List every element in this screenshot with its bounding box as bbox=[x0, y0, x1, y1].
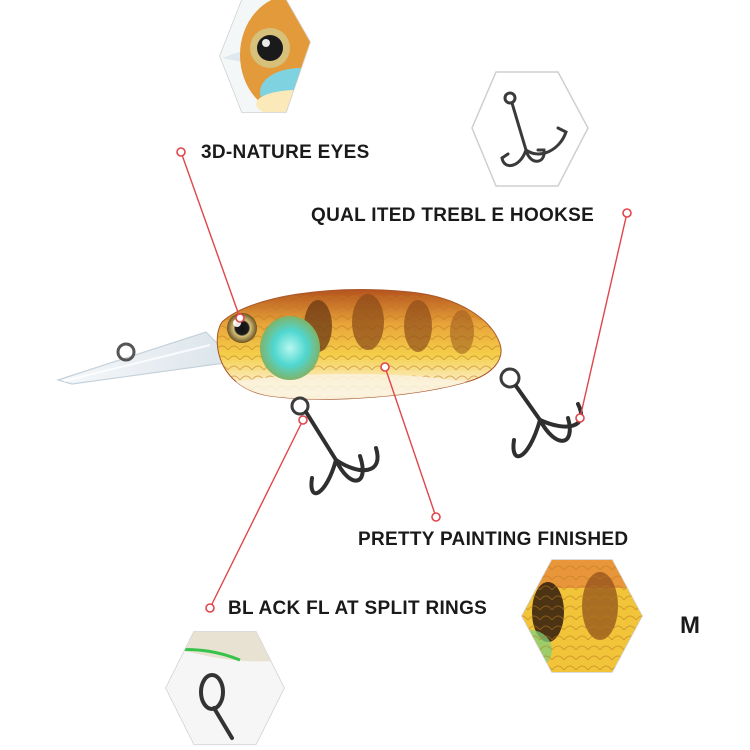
front-treble-hook bbox=[304, 410, 380, 496]
treble-hook-icon bbox=[500, 91, 568, 167]
edge-mark-letter: M bbox=[680, 612, 701, 639]
callout-markers bbox=[176, 147, 632, 613]
callout-label-eyes: 3D-NATURE EYES bbox=[201, 142, 370, 163]
ring-detail-tile bbox=[165, 631, 285, 745]
callout-label-split-rings: BL ACK FL AT SPLIT RINGS bbox=[228, 598, 488, 619]
rear-treble-hook bbox=[511, 384, 584, 459]
crankbait-lure bbox=[55, 289, 521, 416]
hook-detail-tile bbox=[471, 71, 589, 187]
eye-detail-tile bbox=[219, 0, 311, 113]
paint-detail-tile bbox=[521, 559, 643, 673]
line-tie bbox=[116, 342, 136, 362]
callout-label-hooks: QUAL ITED TREBL E HOOKSE bbox=[311, 205, 595, 226]
callout-label-painting: PRETTY PAINTING FINISHED bbox=[358, 529, 629, 550]
gill-highlight bbox=[260, 316, 320, 380]
callout-lines bbox=[180, 151, 628, 609]
scale-pattern-icon bbox=[522, 560, 642, 672]
split-ring-icon bbox=[199, 673, 234, 740]
